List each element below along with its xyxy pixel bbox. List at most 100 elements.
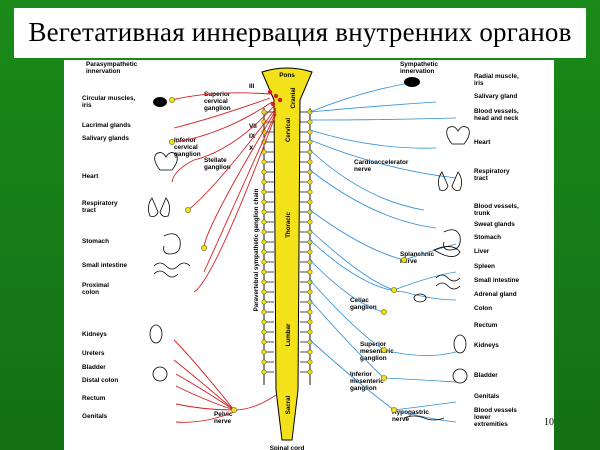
parasympathetic-header-line: Parasympathetic bbox=[86, 61, 138, 68]
right-organ-11: Adrenal gland bbox=[474, 291, 517, 298]
right-organ-13: Rectum bbox=[474, 322, 498, 329]
chain-ganglion bbox=[307, 199, 313, 205]
chain-ganglion bbox=[261, 319, 267, 325]
symp-ganglion-dot bbox=[381, 309, 387, 315]
heart-right-icon bbox=[446, 126, 470, 145]
symp-ganglion-4-line: mesenteric bbox=[350, 378, 384, 385]
left-organ-3-line: Heart bbox=[82, 173, 99, 180]
left-organ-10: Bladder bbox=[82, 364, 106, 371]
symp-ganglion-dot bbox=[381, 375, 387, 381]
chain-ganglion bbox=[261, 159, 267, 165]
chain-ganglion bbox=[261, 369, 267, 375]
symp-ganglion-1-line: Splanchnic bbox=[400, 251, 435, 258]
chain-label: Paravertebral sympathetic ganglion chain bbox=[253, 188, 260, 311]
right-organ-7: Stomach bbox=[474, 234, 501, 241]
left-organ-2-line: Salivary glands bbox=[82, 135, 129, 142]
sympathetic-nerve-12 bbox=[309, 299, 385, 379]
right-organ-15-line: Bladder bbox=[474, 372, 498, 379]
right-organ-2: Blood vessels,head and neck bbox=[474, 108, 519, 122]
right-organ-5: Blood vessels,trunk bbox=[474, 203, 519, 217]
bladder-right-icon bbox=[452, 368, 468, 384]
chain-ganglion bbox=[307, 219, 313, 225]
right-organ-5-line: trunk bbox=[474, 210, 490, 217]
right-organ-1: Salivary gland bbox=[474, 93, 517, 100]
sympathetic-nerve-5 bbox=[309, 149, 425, 211]
chain-ganglion bbox=[307, 129, 313, 135]
sympathetic-nerve-13 bbox=[309, 339, 395, 411]
left-organ-10-line: Bladder bbox=[82, 364, 106, 371]
symp-ganglion-3-line: Superior bbox=[360, 341, 387, 348]
para-ganglion-dot bbox=[169, 139, 175, 145]
cranial-nerve-3: X bbox=[249, 145, 254, 152]
sympathetic-header-line: Sympathetic bbox=[400, 61, 438, 68]
nucleus-dot bbox=[267, 89, 273, 95]
left-organ-8-line: Kidneys bbox=[82, 331, 107, 338]
sympathetic-nerve-14 bbox=[403, 243, 457, 261]
cranial-tag: Cranial bbox=[290, 87, 297, 108]
chain-ganglion bbox=[307, 349, 313, 355]
heart-left-icon bbox=[154, 152, 178, 171]
left-organ-0-line: Circular muscles, bbox=[82, 95, 136, 102]
para-ganglion-3-line: Pelvic bbox=[214, 411, 233, 418]
parasympathetic-nerve-7 bbox=[193, 113, 277, 293]
symp-ganglion-dot bbox=[391, 287, 397, 293]
kidney-right-icon bbox=[453, 334, 467, 354]
para-ganglion-0-line: Superior bbox=[204, 91, 231, 98]
left-organ-5: Stomach bbox=[82, 238, 109, 245]
left-organ-3: Heart bbox=[82, 173, 99, 180]
right-organ-4-line: Respiratory bbox=[474, 168, 510, 175]
right-organ-9-line: Spleen bbox=[474, 263, 495, 270]
stomach-right-icon bbox=[443, 229, 461, 251]
parasympathetic-nerve-14 bbox=[233, 394, 277, 411]
sympathetic-nerve-11 bbox=[309, 279, 385, 351]
cranial-nerve-2: IX bbox=[249, 133, 256, 140]
nucleus-dot bbox=[273, 93, 279, 99]
left-organ-12-line: Rectum bbox=[82, 395, 106, 402]
segment-label-0: Cervical bbox=[285, 118, 292, 142]
chain-ganglion bbox=[261, 299, 267, 305]
right-organ-16: Genitals bbox=[474, 393, 500, 400]
symp-ganglion-2-line: ganglion bbox=[350, 304, 377, 311]
parasympathetic-header-line: innervation bbox=[86, 68, 121, 75]
parasympathetic-nerve-13 bbox=[175, 411, 235, 423]
right-organ-1-line: Salivary gland bbox=[474, 93, 517, 100]
chain-ganglion bbox=[261, 329, 267, 335]
cranial-nerve-0: III bbox=[249, 83, 255, 90]
symp-ganglion-3-line: ganglion bbox=[360, 355, 387, 362]
right-organ-9: Spleen bbox=[474, 263, 495, 270]
chain-ganglion bbox=[307, 179, 313, 185]
right-organ-3-line: Heart bbox=[474, 139, 491, 146]
sympathetic-nerve-17 bbox=[383, 349, 457, 356]
lungs-left-icon bbox=[148, 197, 170, 217]
para-ganglion-2-line: Stellate bbox=[204, 157, 227, 164]
intestine-right-icon bbox=[435, 274, 461, 290]
right-organ-14: Kidneys bbox=[474, 342, 499, 349]
chain-ganglion bbox=[307, 119, 313, 125]
sympathetic-nerve-9 bbox=[309, 239, 405, 293]
parasympathetic-nerve-11 bbox=[175, 385, 235, 411]
chain-ganglion bbox=[261, 209, 267, 215]
sympathetic-nerve-7 bbox=[309, 209, 405, 261]
chain-ganglion bbox=[261, 179, 267, 185]
chain-ganglion bbox=[261, 349, 267, 355]
para-ganglion-2-line: ganglion bbox=[204, 164, 231, 171]
left-organ-13: Genitals bbox=[82, 413, 108, 420]
right-organ-12-line: Colon bbox=[474, 305, 492, 312]
parasympathetic-nerve-3 bbox=[171, 105, 275, 183]
segment-label-3: Sacral bbox=[285, 395, 292, 414]
parasympathetic-nerve-9 bbox=[173, 359, 235, 411]
left-organ-9: Ureters bbox=[82, 350, 105, 357]
chain-ganglion bbox=[261, 259, 267, 265]
symp-ganglion-5-line: nerve bbox=[392, 416, 409, 423]
parasympathetic-nerve-1 bbox=[173, 97, 271, 129]
chain-ganglion bbox=[261, 289, 267, 295]
para-ganglion-dot bbox=[185, 207, 191, 213]
para-ganglion-0-line: ganglion bbox=[204, 105, 231, 112]
chain-ganglion bbox=[261, 359, 267, 365]
